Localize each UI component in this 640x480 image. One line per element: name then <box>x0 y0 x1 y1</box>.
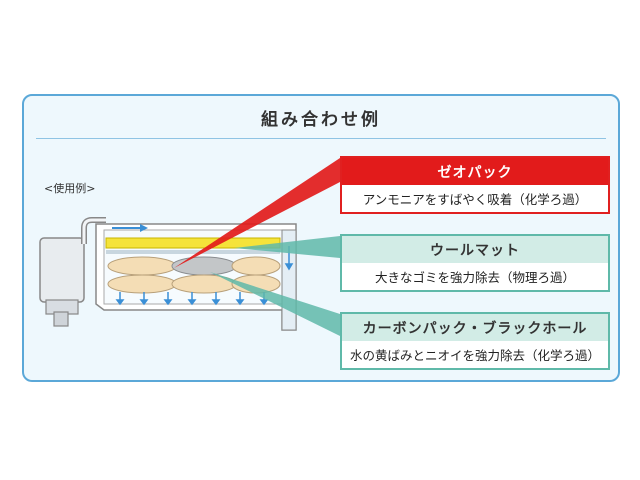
carbon-pack-name: カーボンパック・ブラックホール <box>342 314 608 341</box>
zeo-pack-callout: ゼオパック アンモニアをすばやく吸着（化学ろ過） <box>340 156 610 214</box>
carbon-pack-description: 水の黄ばみとニオイを強力除去（化学ろ過） <box>342 341 608 368</box>
carbon-pack-callout: カーボンパック・ブラックホール 水の黄ばみとニオイを強力除去（化学ろ過） <box>340 312 610 370</box>
top-flow-arrow <box>112 224 148 232</box>
title-divider <box>36 138 606 139</box>
filter-illustration <box>39 158 340 336</box>
panel-title: 組み合わせ例 <box>261 109 381 130</box>
wool-mat-callout: ウールマット 大きなゴミを強力除去（物理ろ過） <box>340 234 610 292</box>
zeo-pack-description: アンモニアをすばやく吸着（化学ろ過） <box>342 185 608 212</box>
combination-panel: 組み合わせ例 <使用例> <box>22 94 620 382</box>
zeo-pack-name: ゼオパック <box>342 158 608 185</box>
water-flow-arrows <box>115 246 294 306</box>
zeo-callout-pointer <box>174 158 340 268</box>
pump-motor <box>39 217 106 327</box>
mesh-layer <box>106 250 280 254</box>
title-bar: 組み合わせ例 <box>24 96 618 138</box>
usage-example-label: <使用例> <box>44 182 96 195</box>
wool-mat-description: 大きなゴミを強力除去（物理ろ過） <box>342 263 608 290</box>
wool-callout-pointer <box>234 236 340 258</box>
wool-mat-name: ウールマット <box>342 236 608 263</box>
carbon-callout-pointer <box>210 272 340 336</box>
